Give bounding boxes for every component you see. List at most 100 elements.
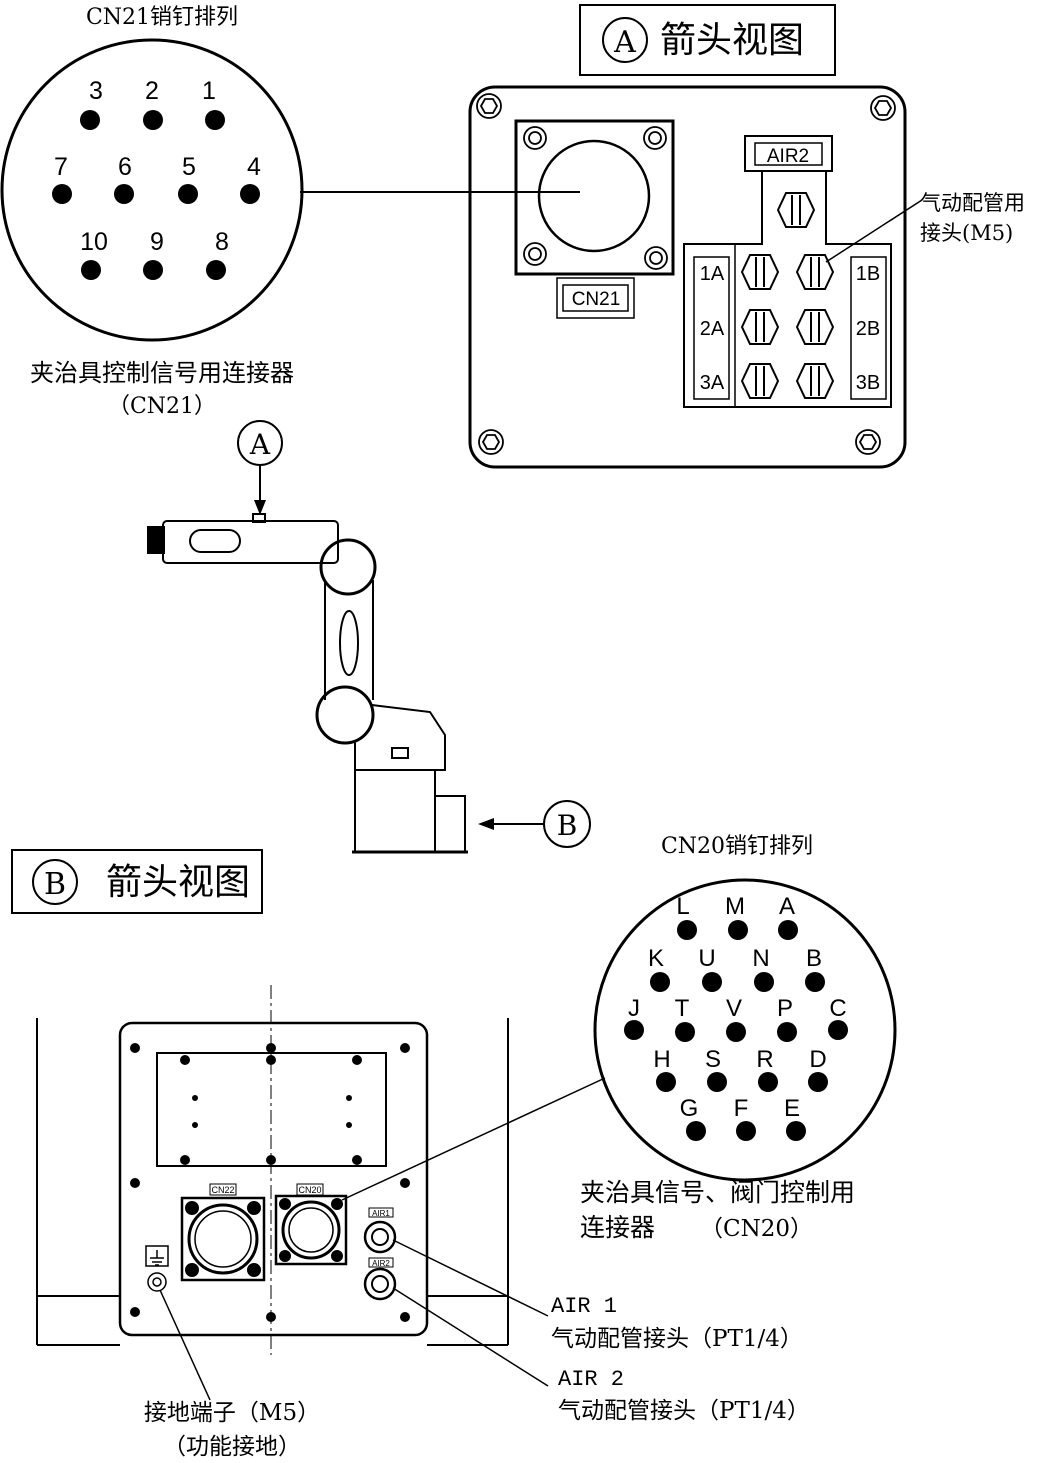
- cn20-leader-line: [341, 1077, 606, 1201]
- cn20-connector: CN20: [274, 1183, 348, 1266]
- ground-symbol-frame: [145, 1245, 169, 1267]
- view-b-title-frame: [11, 849, 263, 914]
- cn22-label-frame: [209, 1183, 237, 1196]
- view-a: A 箭头视图 CN21: [468, 4, 1025, 469]
- cn21-pinout-title: CN21销钉排列: [86, 5, 238, 30]
- view-a-marker-circle: [602, 17, 648, 63]
- cn20-pin-dot: [828, 1020, 848, 1040]
- cn21-pin-2: 2: [145, 77, 159, 105]
- screw-inner: [648, 131, 662, 145]
- cn21-caption-line2: （CN21）: [108, 394, 216, 419]
- cn20-pin-dot: [686, 1121, 706, 1141]
- cn20-pin-f: F: [734, 1095, 749, 1122]
- screw: [185, 1201, 199, 1215]
- cn21-label-frame-outer: [556, 277, 635, 319]
- fitting-label-line1: 气动配管用: [920, 191, 1025, 215]
- panel-screws: [130, 1043, 410, 1322]
- screw: [346, 1122, 352, 1128]
- bolt-head: [476, 93, 502, 119]
- air2-label: AIR 2: [558, 1367, 624, 1392]
- bolt-head: [855, 429, 881, 455]
- cn20-pin-d: D: [809, 1046, 826, 1073]
- cn20-pin-a: A: [779, 893, 795, 920]
- rear-panel: [118, 1021, 429, 1337]
- cn20-pin-dot: [808, 1072, 828, 1092]
- bolt-head: [478, 429, 504, 455]
- screw: [130, 1307, 140, 1317]
- cn21-label-frame-inner: [562, 284, 629, 312]
- cn21-flange-screws: [523, 126, 668, 270]
- air1-port-outer: [363, 1220, 397, 1254]
- screw: [279, 1198, 291, 1210]
- cn20-pin-b: B: [806, 945, 822, 972]
- port-3b-label: 3B: [856, 372, 880, 394]
- view-a-title: 箭头视图: [660, 20, 804, 61]
- cn21-pin-1: 1: [202, 77, 216, 105]
- screw: [400, 1178, 410, 1188]
- upper-arm-window: [189, 529, 241, 553]
- cn20-pin-dot: [624, 1020, 644, 1040]
- cn21-pin-dot: [206, 260, 226, 280]
- fitting-3a: [740, 363, 780, 399]
- cn20-pin-dot: [728, 920, 748, 940]
- view-a-title-box: A 箭头视图: [579, 4, 836, 76]
- cn20-pin-p: P: [777, 995, 793, 1022]
- fitting-label-line2: 接头(M5): [920, 221, 1013, 245]
- fitting-1a: [740, 254, 780, 290]
- cn21-pin-6: 6: [118, 153, 132, 181]
- screw: [643, 126, 667, 150]
- arrow-b-marker: B: [557, 809, 578, 842]
- air-manifold: AIR2 1A 2A 3A 1B 2B 3B: [683, 135, 923, 408]
- screw: [180, 1155, 190, 1165]
- cn20-pin-l: L: [676, 893, 689, 920]
- elbow-joint: [319, 538, 377, 596]
- cn20-pin-h: H: [653, 1046, 670, 1073]
- cn20-pin-dot: [677, 920, 697, 940]
- fitting-2a: [740, 309, 780, 345]
- air1-label: AIR 1: [551, 1294, 617, 1319]
- shoulder-joint: [315, 685, 375, 745]
- cn20-pinout-title: CN20销钉排列: [661, 834, 813, 859]
- base-connector-block: [434, 795, 466, 853]
- cn22-shell: [187, 1203, 259, 1275]
- cn21-connector-face: [0, 38, 304, 342]
- view-b-title-box: B 箭头视图: [11, 849, 263, 914]
- screw: [346, 1095, 352, 1101]
- cn21-pin-7: 7: [54, 153, 68, 181]
- view-a-plate-bolts: [476, 93, 896, 455]
- ground-terminal-outer: [147, 1272, 167, 1292]
- screw: [352, 1055, 362, 1065]
- cn20-pin-k: K: [648, 945, 664, 972]
- screw: [180, 1055, 190, 1065]
- ground-label-line2: （功能接地）: [163, 1434, 301, 1460]
- ground-terminal: [145, 1245, 169, 1292]
- view-b-marker: B: [44, 867, 66, 902]
- view-a-marker: A: [613, 25, 636, 60]
- cn21-pin-dot: [114, 184, 134, 204]
- cn21-connector-view-a: CN21: [514, 119, 675, 319]
- arrow-a-marker: A: [249, 428, 271, 461]
- screw-inner: [649, 251, 663, 265]
- ground-leader-line: [159, 1289, 211, 1401]
- screw: [279, 1250, 291, 1262]
- cn20-pin-dot: [805, 972, 825, 992]
- cn21-caption-line1: 夹治具控制信号用连接器: [30, 359, 294, 387]
- cn22-inner: [194, 1210, 252, 1268]
- screw: [247, 1201, 261, 1215]
- view-b-marker-circle: [32, 859, 78, 905]
- fitting-3b: [795, 363, 835, 399]
- cn20-caption-code: （CN20）: [700, 1216, 813, 1242]
- cn21-pin-dot: [178, 184, 198, 204]
- cn20-pin-c: C: [829, 995, 846, 1022]
- cn21-pin-labels: 3 2 1 7 6 5 4 10 9 8: [54, 77, 261, 256]
- air2-desc: 气动配管接头（PT1/4）: [558, 1398, 810, 1424]
- screw: [266, 1043, 276, 1053]
- screw: [192, 1095, 198, 1101]
- screw-inner: [528, 131, 542, 145]
- fitting-2b: [795, 309, 835, 345]
- cn20-label: CN20: [298, 1185, 321, 1195]
- air1-leader-line: [392, 1239, 549, 1317]
- port-1a-label: 1A: [700, 263, 725, 285]
- cn20-pin-dot: [702, 972, 722, 992]
- cn21-receptacle: [537, 139, 651, 253]
